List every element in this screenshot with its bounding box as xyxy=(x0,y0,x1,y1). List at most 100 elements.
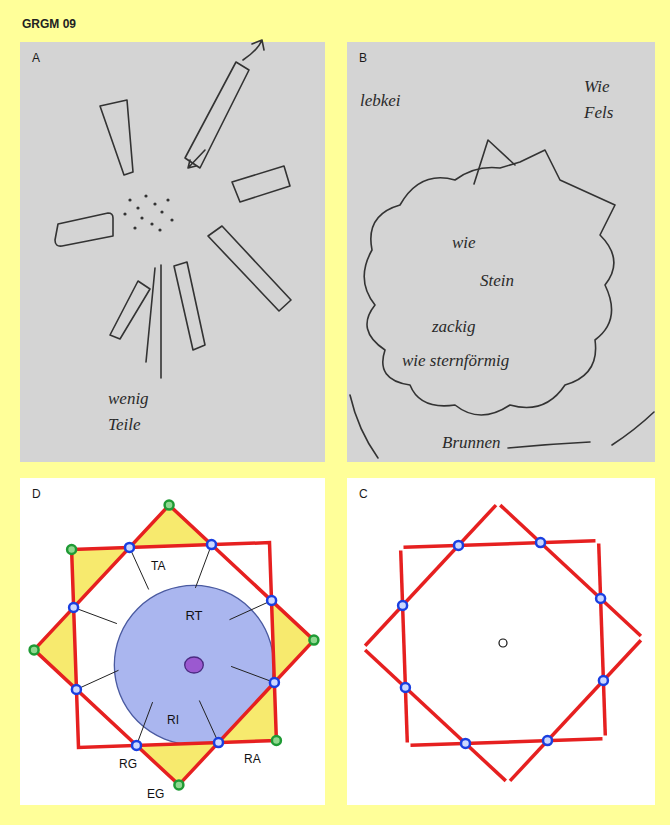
red-line xyxy=(510,640,641,781)
label-wrap: Wie Fels xyxy=(584,74,624,125)
spoke xyxy=(231,666,270,681)
tip-dot xyxy=(165,501,174,510)
red-line xyxy=(401,551,408,743)
sketch-arrow xyxy=(243,40,264,60)
red-line xyxy=(500,505,641,636)
label-wrap: RG xyxy=(119,757,137,771)
sketch-part xyxy=(55,213,113,246)
intersection-dot xyxy=(270,678,279,687)
intersection-dot xyxy=(132,741,141,750)
panel-letter: D xyxy=(32,487,41,501)
sketch-stroke xyxy=(508,442,590,448)
handwritten-note: lebkei xyxy=(360,88,401,114)
diagram-panel: D RT xyxy=(20,478,325,805)
region-label: RA xyxy=(244,752,261,766)
tip-dot xyxy=(67,545,76,554)
sketch-part xyxy=(185,62,249,168)
red-line xyxy=(599,544,606,736)
handwritten-note: zackig xyxy=(432,314,475,340)
intersection-dot xyxy=(398,601,407,610)
region-label: RG xyxy=(119,757,137,771)
red-square xyxy=(72,543,277,748)
handwritten-note: Brunnen xyxy=(442,430,501,456)
intersection-dot xyxy=(72,685,81,694)
tip-dot xyxy=(30,645,39,654)
sketch-part xyxy=(100,100,133,175)
label-wrap: zackig xyxy=(432,314,475,340)
tip-dot xyxy=(174,780,183,789)
dot xyxy=(170,218,173,221)
region-label: RT xyxy=(113,608,275,623)
label-wrap: RA xyxy=(244,752,261,766)
dot xyxy=(123,212,126,215)
tip-dot xyxy=(272,736,281,745)
spoke xyxy=(195,549,210,588)
dot xyxy=(144,194,147,197)
sketch-panel: A xyxy=(20,42,325,462)
tip-triangle xyxy=(34,608,76,690)
tip-triangle xyxy=(72,547,130,607)
spoke xyxy=(78,609,117,624)
label-wrap: lebkei xyxy=(360,88,401,114)
dot xyxy=(158,228,161,231)
dot xyxy=(160,210,163,213)
label-wrap: EG xyxy=(147,787,164,801)
star-c xyxy=(365,505,641,781)
red-line xyxy=(404,541,596,548)
panel-letter: C xyxy=(359,487,368,501)
red-line xyxy=(411,739,603,746)
sketch-stroke xyxy=(146,265,161,378)
red-line xyxy=(365,650,506,781)
label-wrap: Stein xyxy=(480,268,514,294)
spoke xyxy=(230,603,268,620)
sketch-part xyxy=(174,262,205,350)
star-d xyxy=(30,501,319,790)
intersection-dot xyxy=(267,596,276,605)
tip-triangle xyxy=(219,683,277,743)
core-circle: RT xyxy=(113,584,275,746)
intersection-dot xyxy=(536,538,545,547)
sketch-dots xyxy=(123,194,173,231)
red-line xyxy=(365,505,496,646)
dot xyxy=(153,202,156,205)
region-label: TA xyxy=(151,559,165,573)
label-wrap: wie sternförmig xyxy=(402,348,509,374)
sketch-part xyxy=(110,281,150,339)
sketch-part xyxy=(232,166,290,202)
tip-triangle xyxy=(272,601,314,683)
red-square xyxy=(34,505,314,785)
intersection-dot xyxy=(596,594,605,603)
dot xyxy=(140,216,143,219)
sketch-stroke xyxy=(350,395,378,458)
intersection-dot xyxy=(214,738,223,747)
spoke xyxy=(199,701,216,739)
spoke xyxy=(132,552,149,590)
dot xyxy=(133,226,136,229)
label-wrap: wenig Teile xyxy=(108,386,160,437)
handwritten-note: wenig Teile xyxy=(108,386,160,437)
intersection-dot xyxy=(125,543,134,552)
dot xyxy=(166,198,169,201)
label-wrap: RI xyxy=(167,713,179,727)
handwritten-note: wie sternförmig xyxy=(402,348,509,374)
panel-letter: A xyxy=(32,51,40,65)
diagram-panel: C xyxy=(347,478,655,805)
handwritten-note: Stein xyxy=(480,268,514,294)
panel-letter: B xyxy=(359,51,367,65)
label-wrap: wie xyxy=(452,230,476,256)
sketch-stroke xyxy=(612,412,654,445)
sketch-arrow xyxy=(188,150,205,168)
tip-triangle xyxy=(130,505,212,547)
sketch-stroke xyxy=(474,140,515,184)
region-label: RI xyxy=(167,713,179,727)
sketch-part xyxy=(208,226,291,311)
label-wrap: Brunnen xyxy=(442,430,501,456)
intersection-dot xyxy=(454,541,463,550)
intersection-dot xyxy=(599,676,608,685)
intersection-dot xyxy=(543,736,552,745)
tip-dot xyxy=(309,636,318,645)
page-title: GRGM 09 xyxy=(22,17,76,31)
handwritten-note: Wie Fels xyxy=(584,74,624,125)
intersection-dot xyxy=(401,683,410,692)
